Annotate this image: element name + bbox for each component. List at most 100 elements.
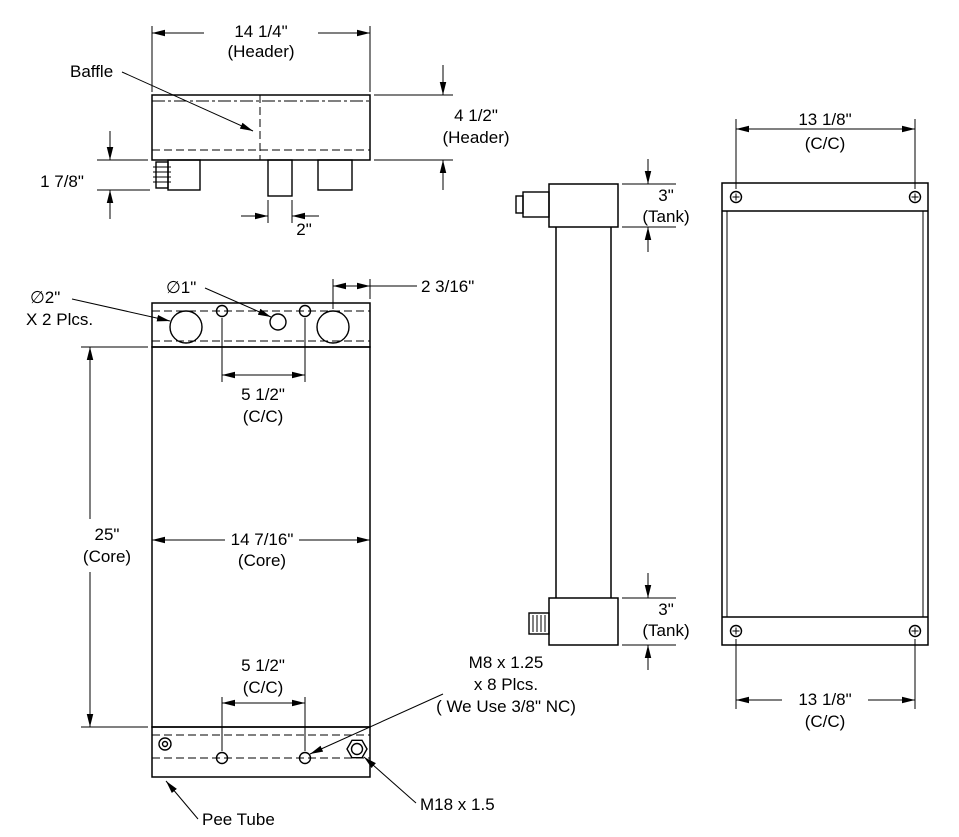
dim-port-offset: 2 3/16" (332, 277, 474, 309)
side-bottom-tank (548, 597, 619, 646)
pee-tube-callout: Pee Tube (165, 780, 275, 829)
pee-tube-hole-inner (161, 740, 169, 748)
rear-tank-lines (722, 210, 928, 618)
top-view: 14 1/4" (Header) Baffle 4 1/2" (Header) … (40, 22, 509, 239)
dim-core-width: 14 7/16" (Core) (152, 530, 370, 570)
side-top-tank (548, 183, 619, 228)
port-hole-left (169, 310, 203, 344)
dim-core-height-unit: (Core) (83, 547, 131, 566)
dim-bolt-cc-bottom: 5 1/2" (C/C) (221, 656, 306, 751)
rear-side-plate-lines (726, 211, 924, 617)
screw-bottom-left-cross (732, 627, 740, 635)
m18-label: M18 x 1.5 (420, 795, 495, 814)
extension-lines (374, 94, 453, 161)
dim-bolt-cc-top: 5 1/2" (C/C) (221, 318, 306, 426)
top-tank-outline (151, 302, 371, 348)
m18-callout: M18 x 1.5 (363, 756, 495, 814)
rear-view: 13 1/8" (C/C) 13 1/8" (C/C) (721, 110, 929, 731)
dim-header-width-unit: (Header) (227, 42, 294, 61)
dia-large-label: ∅2" (30, 288, 60, 307)
dim-core-width-label: 14 7/16" (231, 530, 294, 549)
dim-cc-top: 13 1/8" (C/C) (735, 110, 916, 189)
dim-tank-bottom-unit: (Tank) (642, 621, 689, 640)
side-bottom-fitting (528, 612, 550, 635)
extension-lines (332, 279, 371, 309)
extension-lines (151, 26, 371, 92)
screw-bottom-right-cross (911, 627, 919, 635)
extension-lines (97, 159, 150, 191)
bolt-hole-top-left (215, 304, 229, 318)
dim-tank-top-unit: (Tank) (642, 207, 689, 226)
dia-large-callout: ∅2" X 2 Plcs. (26, 288, 171, 329)
dim-port-width-label: 2" (296, 220, 312, 239)
baffle-callout: Baffle (70, 62, 254, 132)
baffle-leader (121, 71, 254, 132)
dim-core-height: 25" (Core) (81, 346, 148, 728)
bolt-hole-top-right (298, 304, 312, 318)
dim-tank-bottom: 3" (Tank) (622, 573, 690, 670)
dim-cc-top-unit: (C/C) (805, 134, 846, 153)
side-view: 3" (Tank) 3" (Tank) (515, 159, 690, 670)
dim-core-width-unit: (Core) (238, 551, 286, 570)
thread-note-callout: M8 x 1.25 x 8 Plcs. ( We Use 3/8" NC) (309, 653, 576, 755)
dia-small-leader (204, 287, 272, 318)
dim-cc-bottom: 13 1/8" (C/C) (735, 639, 916, 731)
thread-note-line3: ( We Use 3/8" NC) (436, 697, 576, 716)
dim-bolt-cc-top-unit: (C/C) (243, 407, 284, 426)
side-bottom-fitting-threads (532, 615, 546, 632)
dim-header-height-label: 4 1/2" (454, 106, 498, 125)
dim-port-offset-label: 2 3/16" (421, 277, 474, 296)
bolt-hole-bottom-right (298, 751, 312, 765)
threaded-stud (155, 161, 169, 189)
dim-header-width: 14 1/4" (Header) (151, 22, 371, 92)
top-tank-hidden-lines (152, 310, 370, 342)
screw-bottom-right (908, 624, 922, 638)
screw-top-right-cross (911, 193, 919, 201)
side-top-fitting (522, 191, 550, 218)
extension-lines (221, 318, 306, 382)
small-port-hole (269, 313, 287, 331)
dim-cc-bottom-label: 13 1/8" (798, 690, 851, 709)
dia-large-qty-label: X 2 Plcs. (26, 310, 93, 329)
dim-header-height-unit: (Header) (442, 128, 509, 147)
dim-bolt-cc-top-label: 5 1/2" (241, 385, 285, 404)
screw-bottom-left (729, 624, 743, 638)
m18-leader (363, 756, 417, 804)
screw-top-left (729, 190, 743, 204)
extension-lines (267, 200, 293, 223)
port-hole-right (316, 310, 350, 344)
dim-cc-top-label: 13 1/8" (798, 110, 851, 129)
dim-tank-top: 3" (Tank) (622, 159, 690, 252)
screw-top-left-cross (732, 193, 740, 201)
dim-foot-height: 1 7/8" (40, 131, 150, 219)
dim-bolt-cc-bottom-unit: (C/C) (243, 678, 284, 697)
thread-note-leader (309, 693, 444, 755)
hex-nut (346, 739, 368, 759)
dim-port-width: 2" (241, 200, 319, 239)
dim-foot-height-label: 1 7/8" (40, 172, 84, 191)
dim-tank-bottom-label: 3" (658, 600, 674, 619)
side-top-fitting-cap (515, 195, 524, 214)
dia-small-label: ∅1" (166, 278, 196, 297)
pee-tube-label: Pee Tube (202, 810, 275, 829)
front-view: ∅1" ∅2" X 2 Plcs. 2 3/16" 5 1/2" (C/C) (26, 277, 576, 829)
stud-thread-ticks (153, 166, 171, 183)
dim-tank-top-label: 3" (658, 186, 674, 205)
bottom-tank-hidden-lines (152, 734, 370, 759)
hex-nut-bore (350, 742, 364, 756)
left-foot (167, 159, 201, 191)
bottom-tank-outline (151, 726, 371, 778)
dia-small-callout: ∅1" (166, 278, 272, 318)
header-outline (151, 94, 371, 161)
pee-tube-hole-outer (158, 737, 172, 751)
pee-tube-leader (165, 780, 199, 820)
right-foot (317, 159, 353, 191)
bolt-hole-bottom-left (215, 751, 229, 765)
side-core-edges (555, 227, 612, 598)
rear-screws (729, 190, 922, 638)
dim-core-height-label: 25" (95, 525, 120, 544)
dim-header-width-label: 14 1/4" (234, 22, 287, 41)
thread-note-line1: M8 x 1.25 (469, 653, 544, 672)
screw-top-right (908, 190, 922, 204)
